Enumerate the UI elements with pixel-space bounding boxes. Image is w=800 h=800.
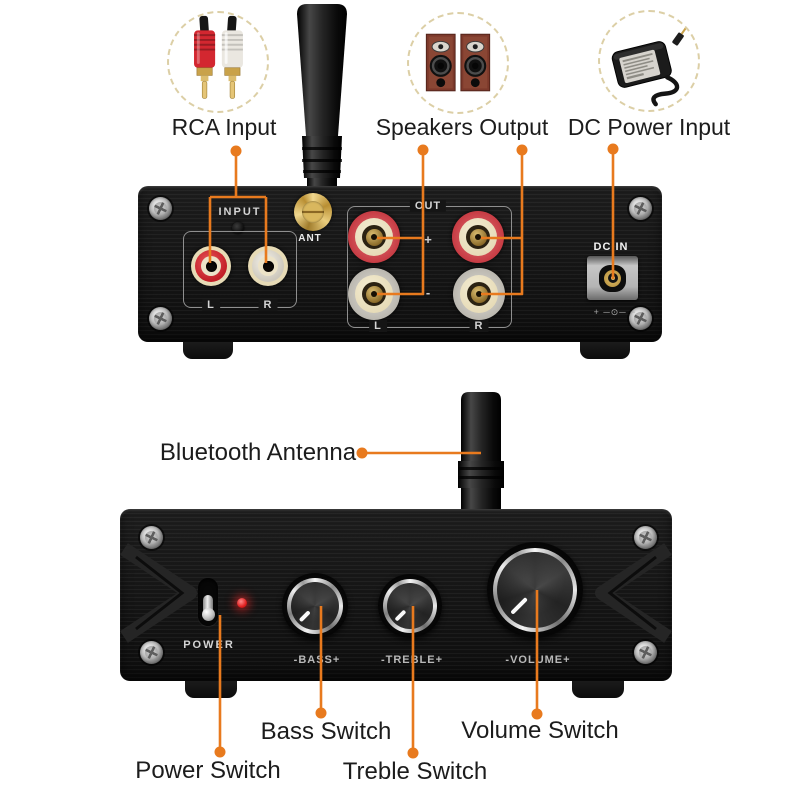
panel-chevron-decoration [120,543,672,643]
treble-knob [378,574,442,638]
screw-icon [140,641,163,664]
bluetooth-antenna-front [458,392,504,511]
ant-label: ANT [298,233,322,244]
speakers-output-label: Speakers Output [375,114,549,140]
screw-icon [634,526,657,549]
speakers-output-photo-circle [407,12,509,114]
power-label: POWER [183,639,235,651]
callout-dot [214,746,226,758]
rca-input-label: RCA Input [171,114,277,140]
power-switch-label: Power Switch [135,757,281,784]
bass-switch-label: Bass Switch [260,718,392,745]
dc-polarity-marking: + ─⊙─ − [593,307,637,317]
rca-cables-illustration [194,15,243,99]
power-led-indicator [237,598,247,608]
dc-power-jack [587,256,638,300]
front-foot-right [572,676,624,698]
antenna-connector [294,193,332,231]
callout-dot [607,143,619,155]
input-right-channel-label: R [258,299,278,311]
dc-power-photo-circle [598,10,700,112]
power-toggle-switch [198,578,218,626]
volume-switch-label: Volume Switch [461,717,619,744]
out-left-channel-label: L [369,320,387,332]
out-plus-label: + [424,232,432,247]
out-right-channel-label: R [469,320,489,332]
amplifier-back-panel: INPUT L R ANT OUT [138,186,662,342]
rear-foot-left [183,338,233,359]
front-foot-left [185,676,237,698]
screw-icon [629,307,652,330]
screw-icon [629,197,652,220]
bass-knob-label: -BASS+ [293,654,341,666]
speakers-illustration [425,33,491,92]
volume-knob-label: -VOLUME+ [505,654,571,666]
dc-power-input-label: DC Power Input [567,114,731,140]
callout-dot [230,145,242,157]
treble-switch-label: Treble Switch [342,758,488,785]
treble-knob-label: -TREBLE+ [380,654,444,666]
input-section-label: INPUT [218,206,262,218]
amplifier-front-panel: POWER -BASS+ -TREBLE+ [120,509,672,681]
bluetooth-antenna-rear [297,4,347,200]
input-left-channel-label: L [202,299,220,311]
rca-jack-left [191,246,231,286]
callout-dot [356,447,368,459]
rear-foot-right [580,338,630,359]
power-adapter-illustration [611,27,687,107]
bass-knob [282,573,348,639]
callout-dot [516,144,528,156]
speaker-post-left-positive [348,211,400,263]
rca-input-photo-circle [167,11,269,113]
screw-icon [634,641,657,664]
speaker-post-right-positive [452,211,504,263]
volume-knob [487,542,583,638]
out-minus-label: - [425,285,431,300]
callout-dot [417,144,429,156]
callout-dot [315,707,327,719]
speaker-post-right-negative [453,268,505,320]
out-section-label: OUT [409,200,447,212]
dc-in-label: DC IN [593,241,629,253]
screw-icon [149,307,172,330]
screw-icon [140,526,163,549]
bluetooth-antenna-label: Bluetooth Antenna [159,439,357,466]
callout-dot [407,747,419,759]
rca-jack-right [248,246,288,286]
speaker-post-left-negative [348,268,400,320]
screw-icon [149,197,172,220]
